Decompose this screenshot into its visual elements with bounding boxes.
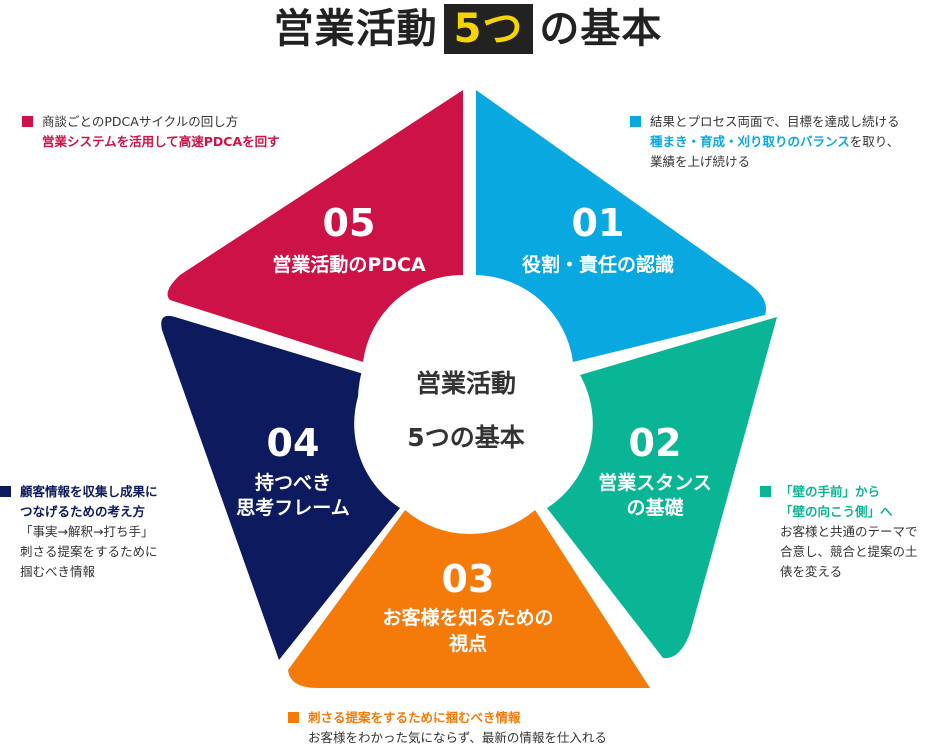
note-04-line3: 「事実→解釈→打ち手」 — [20, 524, 154, 539]
segment-05[interactable] — [167, 90, 464, 362]
title-after: の基本 — [539, 6, 663, 52]
segment-01-number: 01 — [572, 201, 625, 245]
note-03-line1: 刺さる提案をするために掴むべき情報 — [308, 710, 521, 725]
note-03-line2: お客様をわかった気にならず、最新の情報を仕入れる — [308, 730, 607, 745]
segment-04-label-line2: 思考フレーム — [236, 497, 349, 519]
note-02-line3: お客様と共通のテーマで — [780, 524, 918, 539]
segment-05-number: 05 — [323, 201, 376, 245]
note-02: 「壁の手前」から 「壁の向こう側」へ お客様と共通のテーマで 合意し、競合と提案… — [760, 482, 918, 582]
note-04-marker — [0, 486, 11, 497]
note-01: 結果とプロセス両面で、目標を達成し続ける 種まき・育成・刈り取りのバランスを取り… — [630, 112, 900, 172]
segment-01[interactable] — [476, 90, 767, 362]
note-05-marker — [22, 116, 33, 127]
note-02-line5: 俵を変える — [780, 564, 843, 579]
note-04-line2: つなげるための考え方 — [20, 504, 146, 519]
segment-02-number: 02 — [629, 421, 682, 465]
note-02-line1: 「壁の手前」から — [780, 484, 881, 499]
note-02-line4: 合意し、競合と提案の土 — [780, 544, 918, 559]
note-03-marker — [288, 712, 299, 723]
note-01-line3: 業績を上げ続ける — [650, 154, 751, 169]
segment-03-number: 03 — [442, 557, 495, 601]
segment-02-label-line2: の基礎 — [626, 496, 683, 519]
center-circle — [358, 292, 574, 508]
note-04: 顧客情報を収集し成果に つなげるための考え方 「事実→解釈→打ち手」 刺さる提案… — [0, 482, 158, 582]
title-before: 営業活動 — [273, 6, 438, 52]
segment-03[interactable] — [288, 510, 650, 688]
note-05: 商談ごとのPDCAサイクルの回し方 営業システムを活用して高速PDCAを回す — [22, 112, 280, 152]
segment-02-label-line1: 営業スタンス — [598, 471, 712, 494]
note-05-line2: 営業システムを活用して高速PDCAを回す — [42, 134, 280, 149]
note-01-line2-emphasis: 種まき・育成・刈り取りのバランス — [650, 134, 850, 149]
segment-04[interactable] — [161, 315, 400, 660]
note-02-marker — [760, 486, 771, 497]
note-05-line1: 商談ごとのPDCAサイクルの回し方 — [42, 114, 239, 129]
segment-03-label-line2: 視点 — [448, 632, 487, 655]
note-02-line2: 「壁の向こう側」へ — [780, 504, 893, 519]
title-highlight: 5つ — [443, 4, 534, 54]
segment-04-number: 04 — [267, 421, 320, 465]
note-01-line2-rest: を取り、 — [849, 134, 900, 149]
note-04-line1: 顧客情報を収集し成果に — [20, 484, 158, 499]
segment-04-label-line1: 持つべき — [255, 471, 331, 494]
note-01-marker — [630, 116, 641, 127]
center-line1: 営業活動 — [416, 369, 516, 398]
note-04-line5: 掴むべき情報 — [20, 564, 96, 579]
note-03: 刺さる提案をするために掴むべき情報 お客様をわかった気にならず、最新の情報を仕入… — [288, 708, 607, 748]
note-01-line1: 結果とプロセス両面で、目標を達成し続ける — [650, 114, 900, 129]
segment-03-label-line1: お客様を知るための — [382, 606, 553, 629]
note-04-line4: 刺さる提案をするために — [20, 544, 158, 559]
center-line2: 5つの基本 — [407, 423, 524, 452]
segment-01-label: 役割・責任の認識 — [522, 253, 674, 276]
segment-05-label: 営業活動のPDCA — [272, 253, 426, 276]
segment-02[interactable] — [547, 317, 777, 659]
